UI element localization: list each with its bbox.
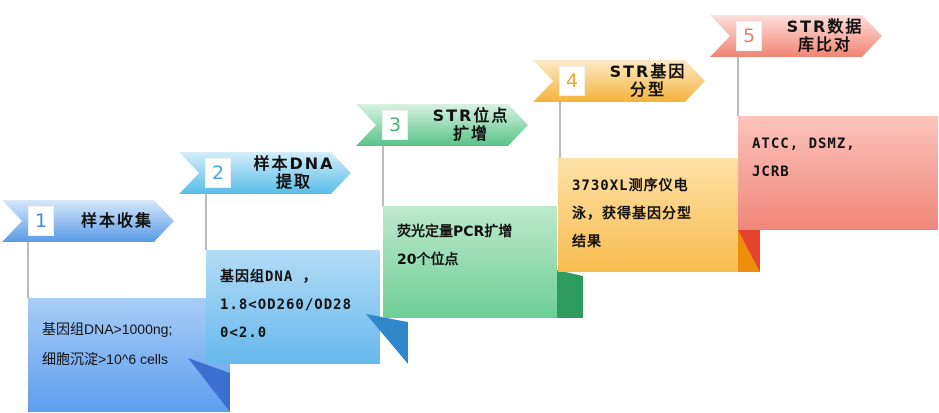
step-1-number: 1	[28, 206, 54, 236]
step-2-card: 基因组DNA ， 1.8<OD260/OD28 0<2.0	[206, 250, 408, 364]
step-3-title-line-2: 扩增	[452, 124, 489, 143]
step-5-body-line-2: JCRB	[752, 164, 790, 180]
step-2-body-line-3: 0<2.0	[220, 325, 268, 341]
step-5-body: ATCC, DSMZ, JCRB	[738, 116, 938, 196]
step-2-body-line-2: 1.8<OD260/OD28	[220, 297, 353, 313]
step-5-title: STR数据库比对	[768, 15, 882, 57]
step-5-title-line-1: STR数据	[786, 17, 864, 36]
step-3-body: 荧光定量PCR扩增 20个位点	[383, 206, 585, 284]
step-5-title-line-2: 库比对	[797, 35, 852, 54]
step-1-title: 样本收集	[60, 200, 174, 242]
step-5-card: ATCC, DSMZ, JCRB	[738, 116, 938, 230]
step-4-card: 3730XL测序仪电 泳，获得基因分型 结果	[558, 158, 760, 272]
step-3-ribbon: 3 STR位点扩增	[356, 104, 528, 146]
step-1-card: 基因组DNA>1000ng; 细胞沉淀>10^6 cells	[28, 298, 230, 412]
step-4-body-line-1: 3730XL测序仪电	[572, 178, 689, 194]
step-3-card: 荧光定量PCR扩增 20个位点	[383, 206, 585, 318]
step-4-body: 3730XL测序仪电 泳，获得基因分型 结果	[558, 158, 760, 266]
connector-line-1	[27, 242, 29, 298]
connector-line-5	[737, 57, 739, 116]
step-3-title: STR位点扩增	[414, 104, 528, 146]
connector-line-3	[382, 146, 384, 206]
step-5-fold	[738, 230, 760, 272]
step-1-title-line-1: 样本收集	[80, 211, 153, 230]
step-4-ribbon: 4 STR基因分型	[533, 60, 705, 102]
step-2-body: 基因组DNA ， 1.8<OD260/OD28 0<2.0	[206, 250, 408, 357]
step-3-number: 3	[382, 110, 408, 140]
step-4-title-line-2: 分型	[629, 80, 666, 99]
step-4-title-line-1: STR基因	[609, 62, 687, 81]
step-2-title-line-2: 提取	[275, 172, 312, 191]
connector-line-4	[559, 102, 561, 158]
step-5-body-line-1: ATCC, DSMZ,	[752, 136, 856, 152]
connector-line-2	[205, 193, 207, 250]
step-1-body-line-2: 细胞沉淀>10^6 cells	[42, 351, 168, 367]
step-5-number: 5	[736, 21, 762, 51]
step-4-body-line-3: 结果	[572, 234, 602, 250]
step-5-ribbon: 5 STR数据库比对	[710, 15, 882, 57]
step-1-body-line-1: 基因组DNA>1000ng;	[42, 321, 173, 337]
step-2-body-line-1: 基因组DNA ，	[220, 269, 318, 285]
step-2-number: 2	[205, 158, 231, 188]
step-3-body-line-1: 荧光定量PCR扩增	[397, 224, 513, 240]
step-4-body-line-2: 泳，获得基因分型	[572, 206, 692, 222]
step-1-body: 基因组DNA>1000ng; 细胞沉淀>10^6 cells	[28, 298, 230, 384]
step-1-ribbon: 1 样本收集	[2, 200, 174, 242]
step-4-number: 4	[559, 66, 585, 96]
step-4-title: STR基因分型	[591, 60, 705, 102]
step-3-title-line-1: STR位点	[432, 106, 510, 125]
step-3-body-line-2: 20个位点	[397, 252, 459, 268]
step-2-title-line-1: 样本DNA	[253, 154, 335, 173]
